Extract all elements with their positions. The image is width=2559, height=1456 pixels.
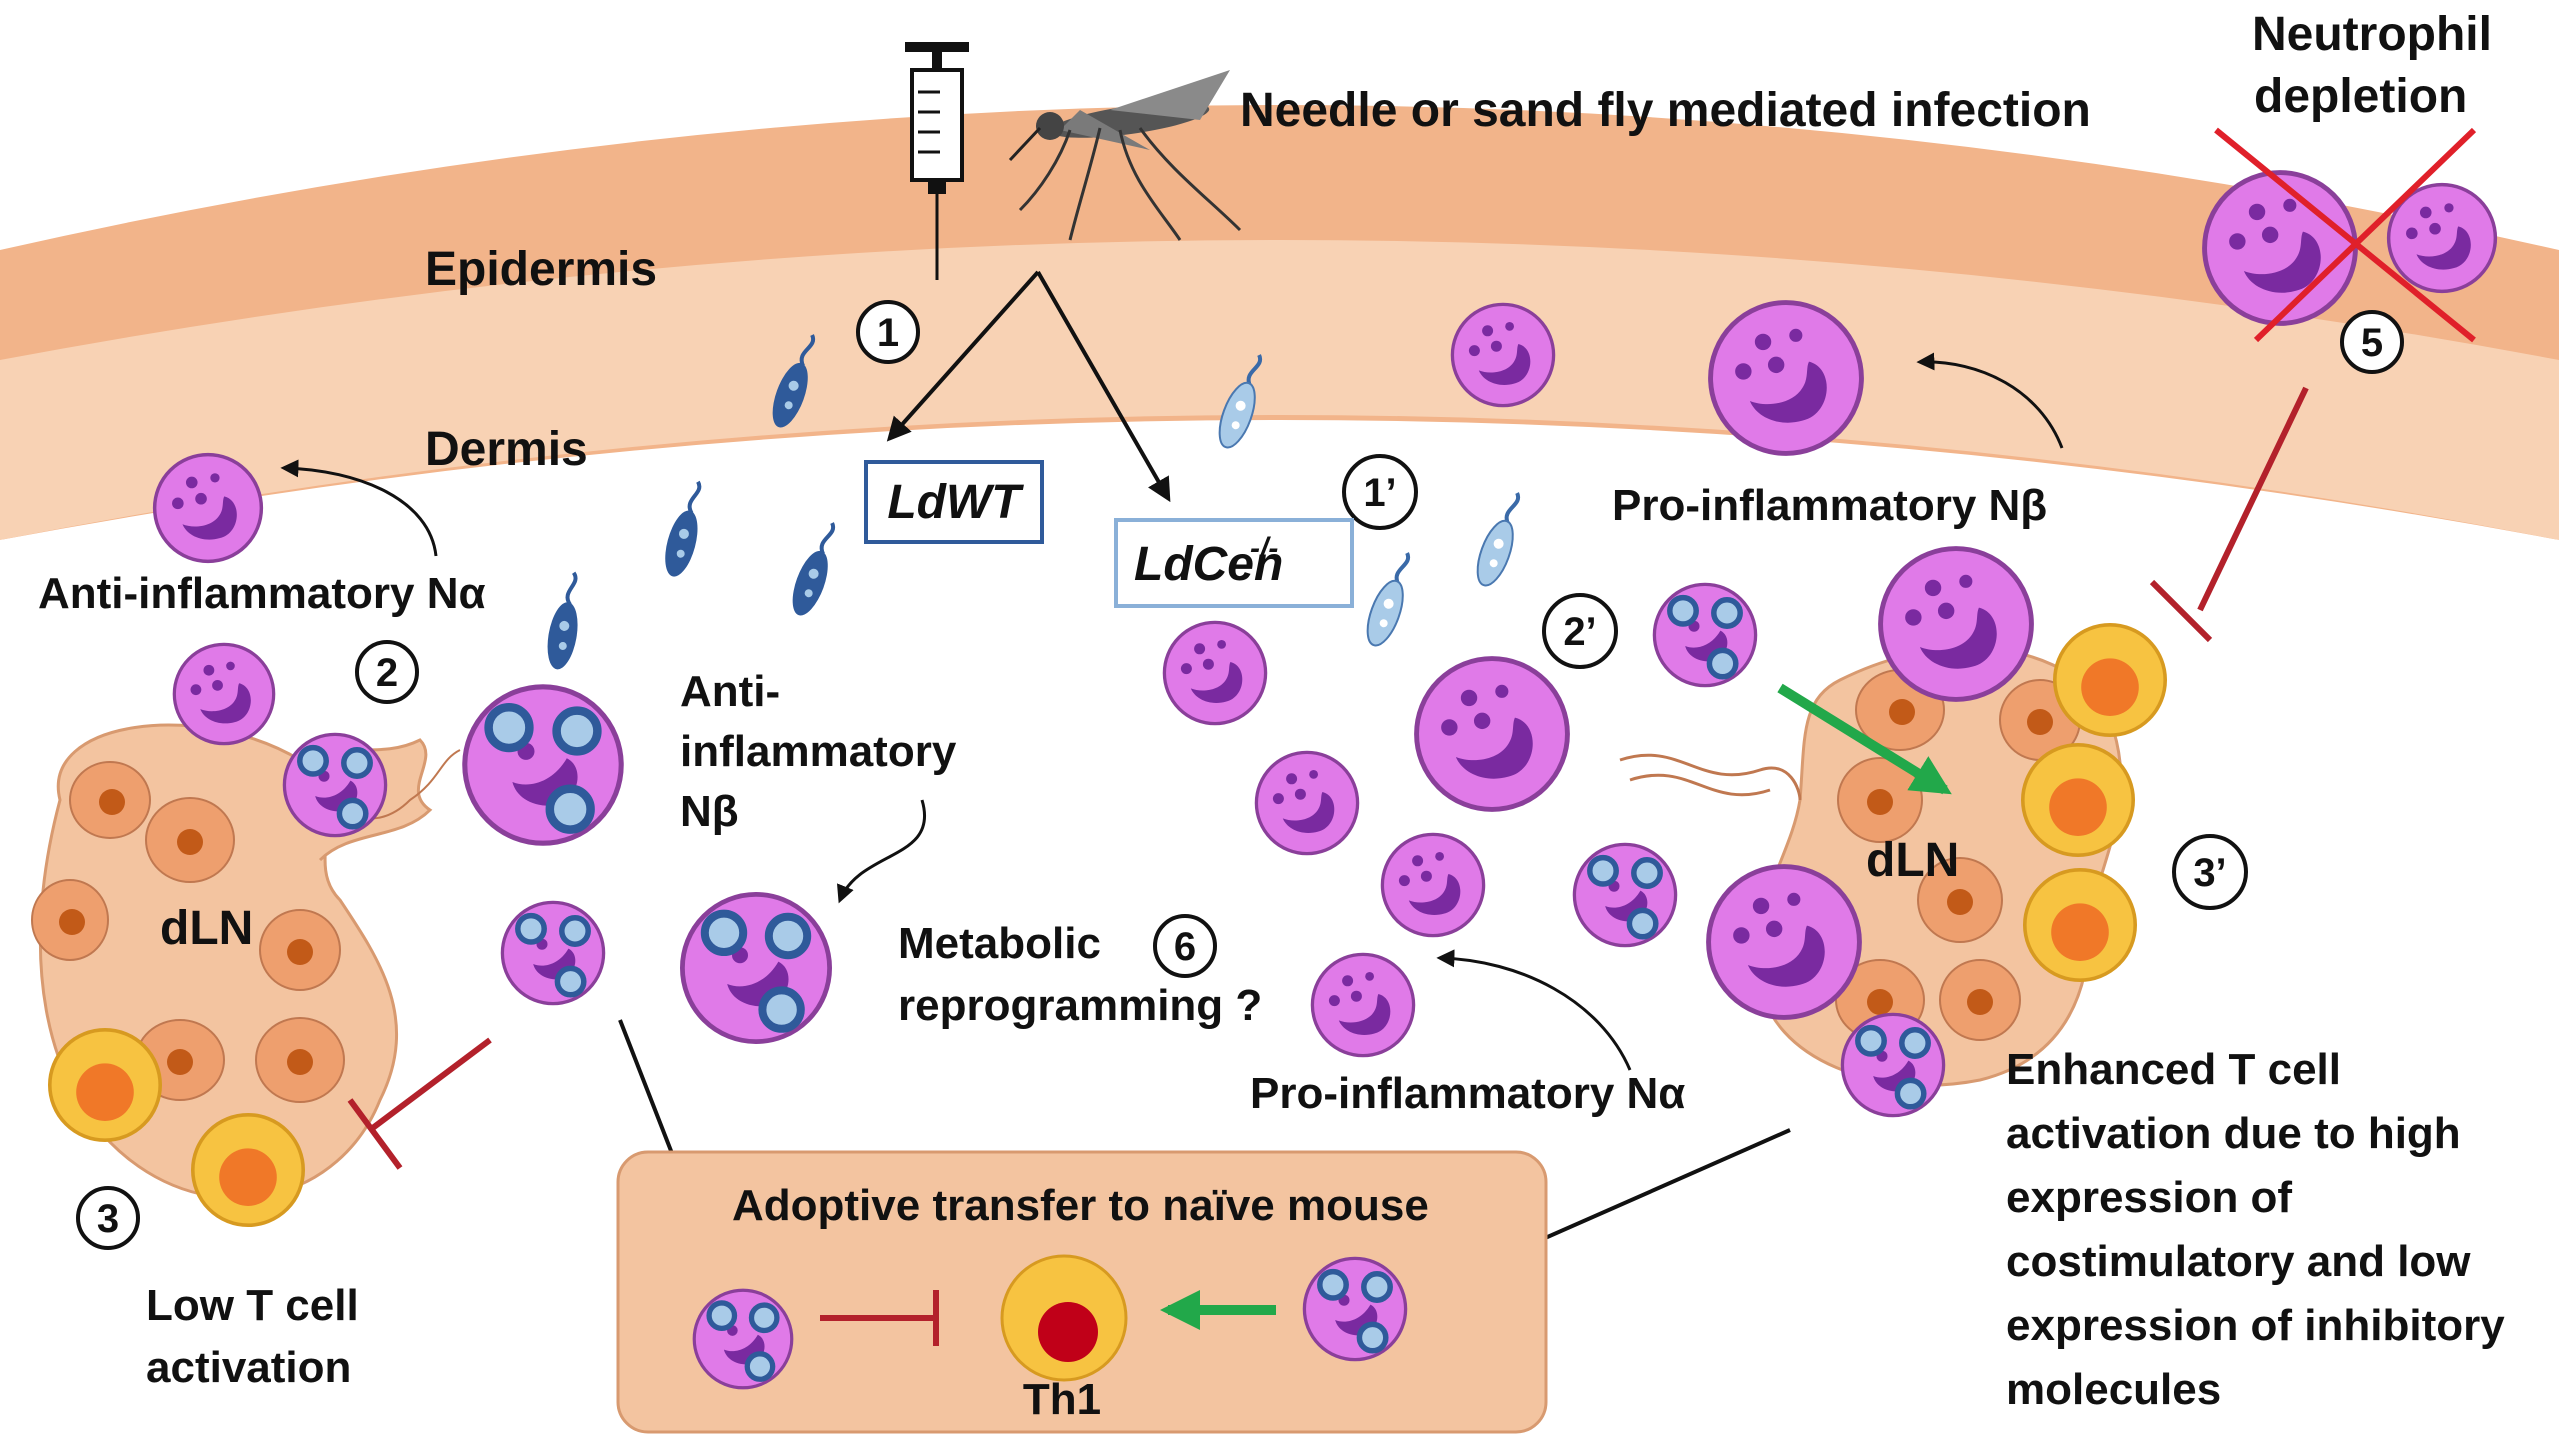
infected-neutrophil-icon — [465, 687, 621, 843]
arrow-anti-na — [280, 459, 438, 557]
tcell-icon — [2023, 867, 2137, 983]
right-dln-label: dLN — [1866, 834, 1959, 887]
neutrophil-icon — [2205, 173, 2356, 324]
infected-neutrophil-icon — [682, 894, 829, 1041]
inhibit-transfer — [820, 1290, 939, 1346]
enhanced-label-1: Enhanced T cell — [2006, 1045, 2341, 1094]
ldcen-box: LdCen -/- — [1114, 518, 1354, 608]
anti-nb-label-3: Nβ — [680, 787, 739, 836]
depletion-cross — [2214, 127, 2477, 343]
neutrophil-icon — [1711, 303, 1862, 454]
neutrophil-depletion-line1: Neutrophil — [2252, 8, 2492, 61]
low-t-label-1: Low T cell — [146, 1281, 359, 1330]
neutrophil-icon — [1417, 659, 1568, 810]
pro-na-label: Pro-inflammatory Nα — [1250, 1069, 1685, 1118]
svg-text:2: 2 — [376, 651, 398, 695]
sandfly-icon — [1008, 70, 1242, 241]
neutrophil-icon — [1709, 867, 1860, 1018]
tcell-icon — [2021, 742, 2135, 858]
neutrophil-icon — [1450, 302, 1556, 408]
arrow-to-ldwt — [886, 270, 1040, 442]
inhibit-depletion — [2149, 386, 2309, 643]
infection-title: Needle or sand fly mediated infection — [1240, 84, 2091, 137]
infected-neutrophil-icon — [1304, 1258, 1405, 1359]
svg-text:1’: 1’ — [1363, 471, 1396, 515]
svg-text:2’: 2’ — [1563, 610, 1596, 654]
tcell-icon — [2053, 622, 2167, 738]
step-3-badge: 3 — [76, 1186, 140, 1250]
infected-neutrophil-icon — [502, 902, 603, 1003]
svg-text:LdCen: LdCen — [1134, 538, 1283, 591]
neutrophil-icon — [1881, 549, 2032, 700]
enhanced-label-4: costimulatory and low — [2006, 1237, 2471, 1286]
neutrophil-icon — [152, 452, 264, 564]
metabolic-label-1: Metabolic — [898, 919, 1101, 968]
low-t-label-2: activation — [146, 1343, 351, 1392]
tcell-icon — [191, 1113, 306, 1227]
th1-label: Th1 — [1023, 1375, 1101, 1424]
svg-text:LdWT: LdWT — [887, 476, 1024, 529]
neutrophil-icon — [1162, 620, 1268, 726]
neutrophil-depletion-line2: depletion — [2254, 70, 2467, 123]
infected-neutrophil-icon — [694, 1290, 792, 1388]
ldwt-box: LdWT — [864, 460, 1044, 544]
svg-text:1: 1 — [877, 311, 899, 355]
anti-nb-label-1: Anti- — [680, 667, 780, 716]
step-5-badge: 5 — [2340, 310, 2404, 374]
step-1p-badge: 1’ — [1342, 454, 1418, 530]
infected-neutrophil-icon — [1654, 584, 1755, 685]
arrow-pro-nb — [1916, 352, 2064, 449]
left-dln-label: dLN — [160, 902, 253, 955]
svg-text:5: 5 — [2361, 321, 2383, 365]
step-1-badge: 1 — [856, 300, 920, 364]
svg-text:3’: 3’ — [2193, 851, 2226, 895]
arrow-anti-nb — [837, 799, 926, 904]
dermis-label: Dermis — [425, 423, 588, 476]
svg-text:3: 3 — [97, 1197, 119, 1241]
syringe-icon — [905, 42, 969, 280]
anti-nb-label-2: inflammatory — [680, 727, 957, 776]
enhanced-label-3: expression of — [2006, 1173, 2292, 1222]
arrow-to-ldcen — [1036, 271, 1171, 503]
step-2p-badge: 2’ — [1542, 593, 1618, 669]
epidermis-label: Epidermis — [425, 243, 657, 296]
infected-neutrophil-icon — [284, 734, 385, 835]
infected-neutrophil-icon — [1574, 844, 1675, 945]
enhanced-label-6: molecules — [2006, 1365, 2221, 1414]
infected-neutrophil-icon — [1842, 1014, 1943, 1115]
arrow-pro-na — [1436, 949, 1632, 1071]
tcell-icon — [47, 1028, 162, 1142]
inhibit-left — [347, 1037, 492, 1170]
neutrophil-icon — [1254, 750, 1360, 856]
step-6-badge: 6 — [1153, 914, 1217, 978]
anti-na-label: Anti-inflammatory Nα — [38, 569, 486, 618]
svg-text:-/-: -/- — [1250, 532, 1278, 565]
enhanced-label-5: expression of inhibitory — [2006, 1301, 2505, 1350]
pro-nb-label: Pro-inflammatory Nβ — [1612, 481, 2047, 530]
neutrophil-icon — [1380, 832, 1486, 938]
neutrophil-icon — [1310, 952, 1416, 1058]
metabolic-label-2: reprogramming ? — [898, 981, 1262, 1030]
neutrophil-icon — [172, 642, 276, 746]
svg-text:6: 6 — [1174, 925, 1196, 969]
enhanced-label-2: activation due to high — [2006, 1109, 2461, 1158]
adoptive-transfer-label: Adoptive transfer to naïve mouse — [732, 1181, 1429, 1230]
step-2-badge: 2 — [355, 640, 419, 704]
activate-arrow-dln — [1777, 683, 1952, 795]
step-3p-badge: 3’ — [2172, 834, 2248, 910]
th1-cell-icon — [1000, 1254, 1128, 1382]
dermis-layer — [0, 240, 2559, 540]
